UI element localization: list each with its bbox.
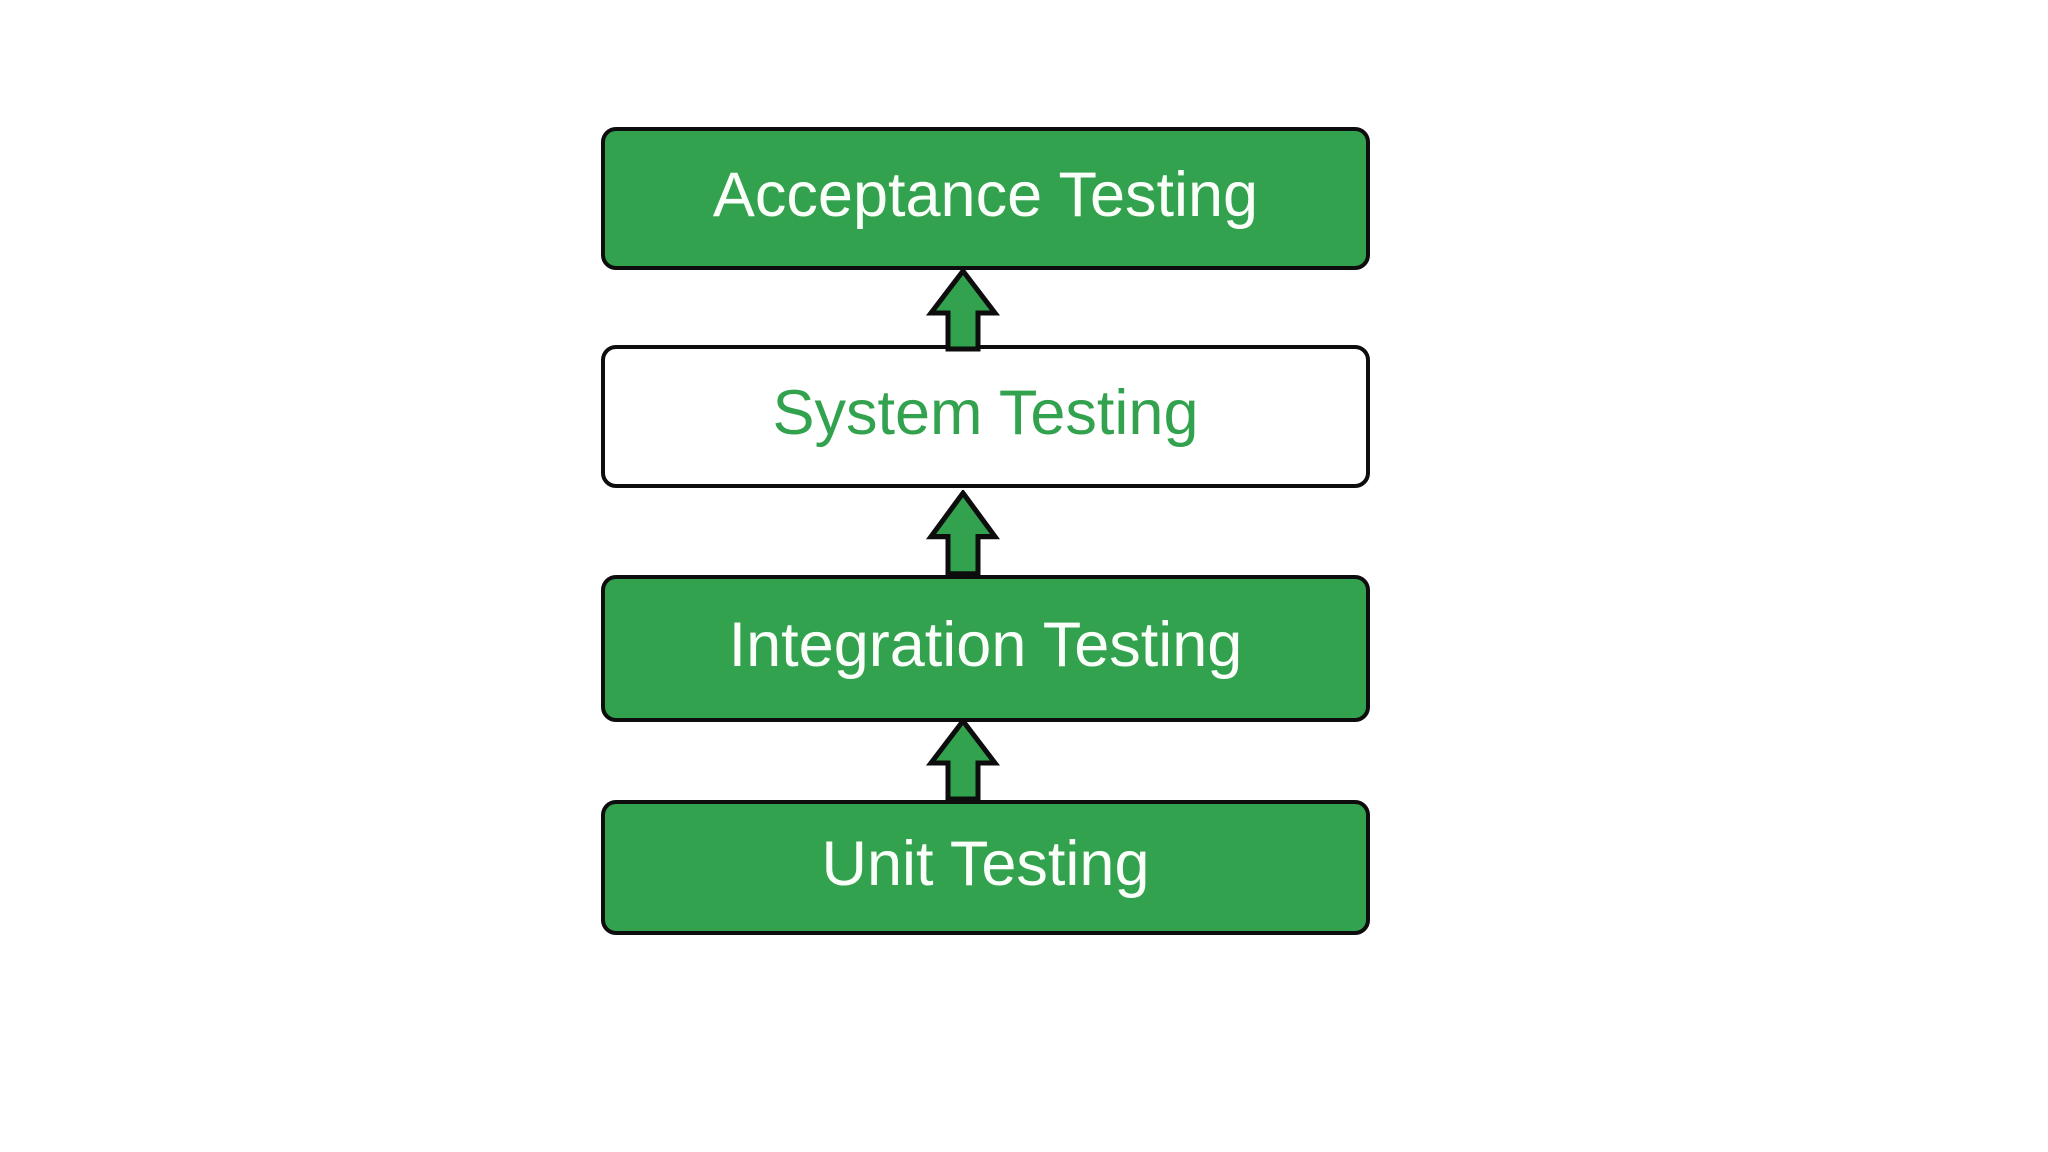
- up-arrow-icon: [925, 268, 1001, 352]
- integration-testing-label: Integration Testing: [728, 610, 1243, 680]
- level-box-unit-testing: Unit Testing: [601, 800, 1370, 935]
- acceptance-testing-label: Acceptance Testing: [712, 160, 1259, 230]
- up-arrow-icon: [925, 490, 1001, 577]
- level-box-system-testing: System Testing: [601, 345, 1370, 488]
- up-arrow-icon: [925, 718, 1001, 802]
- system-testing-label: System Testing: [772, 378, 1199, 448]
- unit-testing-label: Unit Testing: [821, 829, 1150, 899]
- level-box-integration-testing: Integration Testing: [601, 575, 1370, 722]
- level-box-acceptance-testing: Acceptance Testing: [601, 127, 1370, 270]
